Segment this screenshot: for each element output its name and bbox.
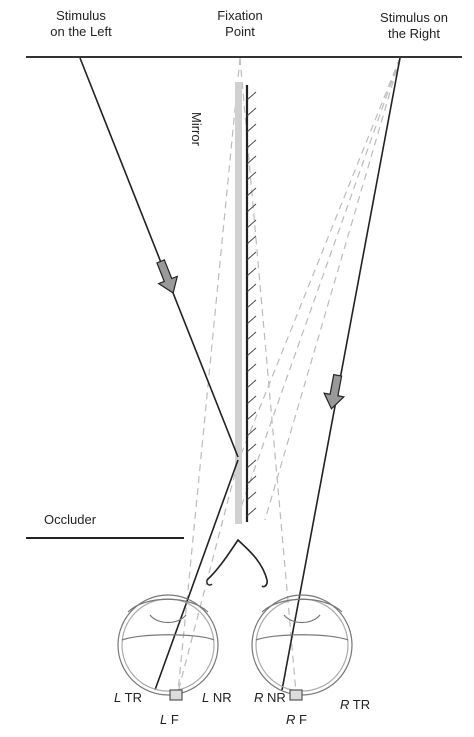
left-ray-arrow bbox=[156, 259, 179, 294]
stimulus-right-line2: the Right bbox=[387, 26, 441, 41]
right-f-label: R F bbox=[286, 712, 307, 728]
stimulus-right-label: Stimulus on the Right bbox=[368, 10, 460, 42]
left-nr-text: NR bbox=[212, 690, 232, 705]
occluder-label: Occluder bbox=[44, 512, 97, 527]
right-tr-text: TR bbox=[352, 697, 371, 712]
mirror-hatches bbox=[246, 91, 257, 517]
right-nr-prefix: R bbox=[254, 690, 264, 705]
fixation-dashed-lines bbox=[177, 57, 401, 693]
mirror-back bbox=[235, 82, 242, 524]
stimulus-left-line1: Stimulus bbox=[56, 8, 106, 23]
right-ray-arrow bbox=[323, 373, 346, 410]
left-tr-prefix: L bbox=[114, 690, 122, 705]
left-tr-label: L TR bbox=[114, 690, 142, 706]
left-eye bbox=[117, 594, 219, 701]
right-nr-text: NR bbox=[267, 690, 286, 705]
left-stimulus-ray bbox=[79, 57, 239, 458]
fixation-line2: Point bbox=[225, 24, 255, 39]
right-f-prefix: R bbox=[286, 712, 296, 727]
right-f-text: F bbox=[299, 712, 307, 727]
left-nr-prefix: L bbox=[202, 690, 210, 705]
left-f-label: L F bbox=[160, 712, 179, 728]
left-tr-text: TR bbox=[124, 690, 142, 705]
nose-outline bbox=[206, 538, 268, 588]
right-nr-label: R NR bbox=[254, 690, 286, 706]
stimulus-left-label: Stimulus on the Left bbox=[38, 8, 124, 40]
right-stimulus-ray bbox=[281, 57, 401, 691]
fixation-line1: Fixation bbox=[217, 8, 263, 23]
stimulus-left-line2: on the Left bbox=[50, 24, 112, 39]
mirror-label: Mirror bbox=[189, 112, 204, 146]
right-tr-label: R TR bbox=[340, 697, 370, 713]
left-f-prefix: L bbox=[160, 712, 168, 727]
right-eye bbox=[251, 594, 353, 701]
nose-nostril bbox=[206, 579, 213, 586]
left-f-text: F bbox=[170, 712, 179, 727]
stimulus-right-line1: Stimulus on bbox=[380, 10, 448, 25]
right-tr-prefix: R bbox=[340, 697, 350, 712]
fixation-point-label: Fixation Point bbox=[202, 8, 278, 40]
left-reflected-ray bbox=[154, 459, 239, 691]
left-nr-label: L NR bbox=[202, 690, 232, 706]
